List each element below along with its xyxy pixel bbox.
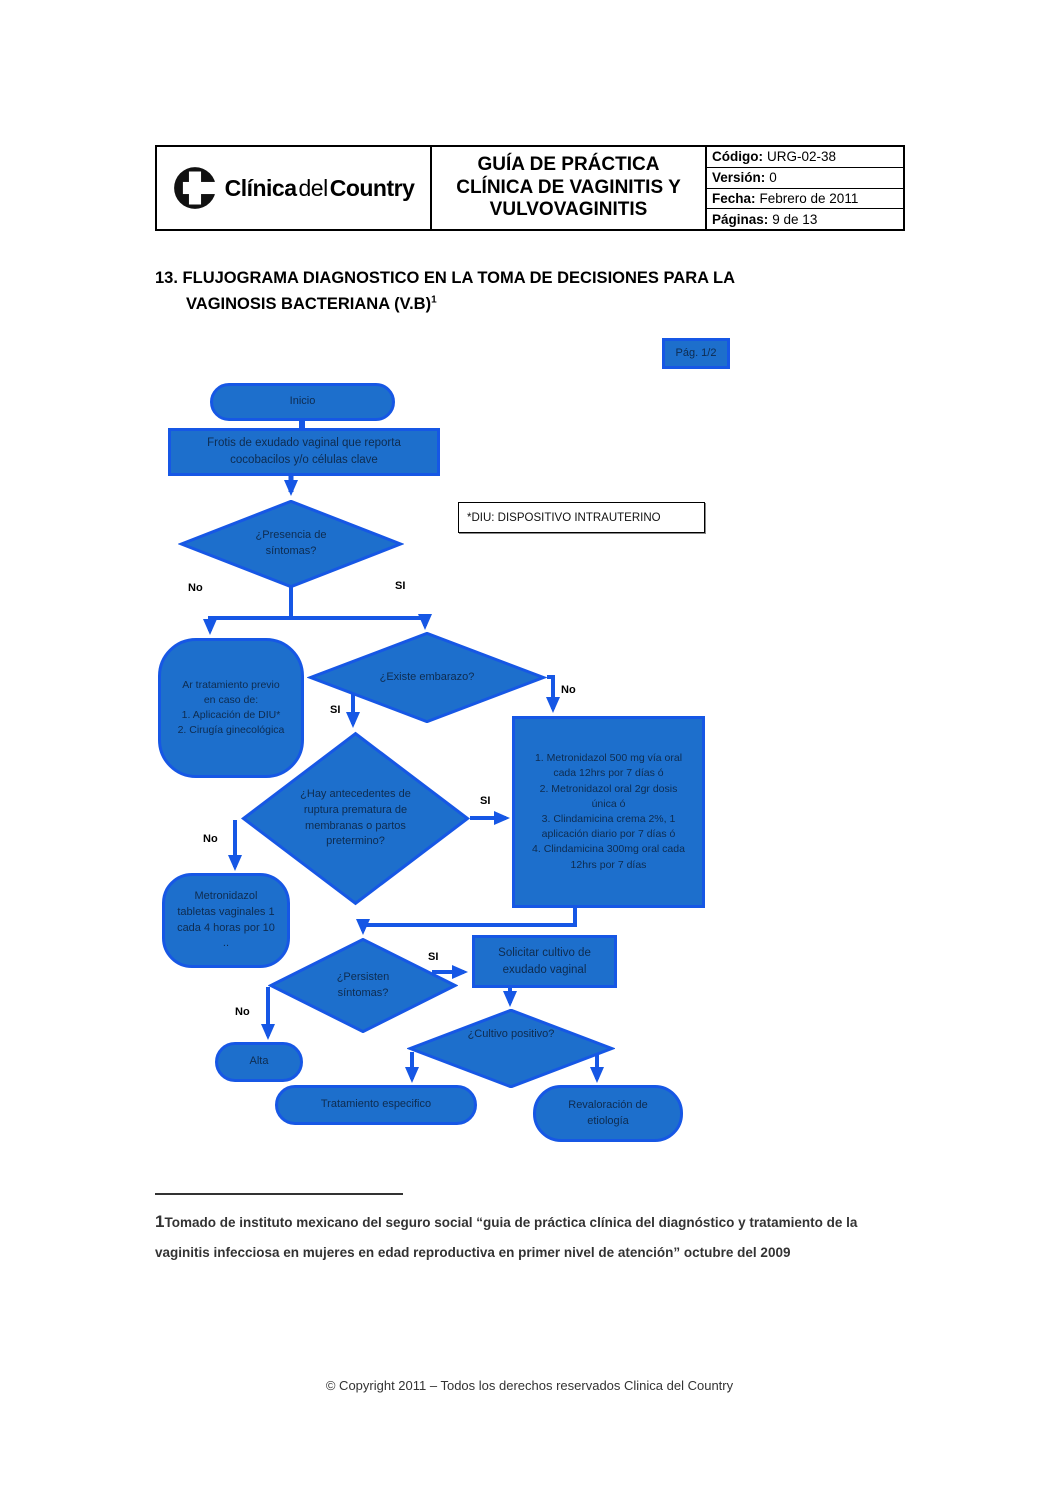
edge-label-presencia-si: SI bbox=[395, 580, 406, 592]
edge-label-persisten-si: SI bbox=[428, 951, 439, 963]
header-table: ClínicadelCountry GUÍA DE PRÁCTICA CLÍNI… bbox=[155, 145, 905, 231]
edge-label-hay-no: No bbox=[203, 833, 218, 845]
node-hay-antecedentes-label: ¿Hay antecedentes de ruptura prematura d… bbox=[300, 787, 411, 848]
node-ar-tratamiento-label: Ar tratamiento previo en caso de: 1. Apl… bbox=[177, 678, 285, 737]
node-persisten-sintomas: ¿Persisten síntomas? bbox=[268, 938, 458, 1033]
node-frotis: Frotis de exudado vaginal que reporta co… bbox=[168, 428, 440, 476]
meta-version-label: Versión: bbox=[712, 170, 766, 186]
logo-country: Country bbox=[329, 174, 415, 201]
node-alta-label: Alta bbox=[249, 1055, 269, 1068]
node-frotis-label: Frotis de exudado vaginal que reporta co… bbox=[207, 437, 401, 466]
logo-clinica: Clínica bbox=[224, 174, 297, 201]
node-metronidazol-vaginal-label: Metronidazol tabletas vaginales 1 cada 4… bbox=[177, 889, 275, 950]
node-persisten-sintomas-label: ¿Persisten síntomas? bbox=[336, 970, 390, 999]
node-solicitar-cultivo: Solicitar cultivo de exudado vaginal bbox=[472, 935, 617, 988]
node-tratamiento-especifico-label: Tratamiento especifico bbox=[320, 1098, 432, 1111]
meta-paginas-value: 9 de 13 bbox=[772, 211, 818, 227]
node-existe-embarazo: ¿Existe embarazo? bbox=[307, 632, 547, 723]
footnote-text: Tomado de instituto mexicano del seguro … bbox=[155, 1215, 858, 1260]
connector bbox=[356, 908, 577, 935]
diamond-shape bbox=[268, 938, 458, 1033]
diamond-shape bbox=[240, 731, 471, 906]
node-cultivo-positivo: ¿Cultivo positivo? bbox=[407, 1009, 615, 1088]
title-line-1: GUÍA DE PRÁCTICA bbox=[477, 154, 660, 176]
node-presencia-label: ¿Presencia de síntomas? bbox=[255, 529, 327, 557]
node-tratamiento-especifico: Tratamiento especifico bbox=[275, 1085, 477, 1125]
meta-codigo-value: URG-02-38 bbox=[766, 149, 837, 165]
section-heading-line1: 13. FLUJOGRAMA DIAGNOSTICO EN LA TOMA DE… bbox=[155, 266, 915, 292]
node-existe-embarazo-label: ¿Existe embarazo? bbox=[379, 670, 475, 683]
clinica-cross-icon bbox=[173, 167, 217, 209]
node-inicio: Inicio bbox=[210, 383, 395, 421]
meta-paginas: Páginas:9 de 13 bbox=[707, 209, 903, 229]
edge-label-embarazo-si: SI bbox=[330, 704, 341, 716]
node-hay-antecedentes: ¿Hay antecedentes de ruptura prematura d… bbox=[240, 731, 471, 906]
footnote-separator bbox=[155, 1193, 403, 1195]
edge-label-presencia-no: No bbox=[188, 582, 203, 594]
node-solicitar-cultivo-label: Solicitar cultivo de exudado vaginal bbox=[498, 946, 591, 976]
footnote-number: 1 bbox=[155, 1212, 165, 1231]
node-metronidazol-vaginal: Metronidazol tabletas vaginales 1 cada 4… bbox=[162, 873, 290, 968]
title-line-2: CLÍNICA DE VAGINITIS Y bbox=[456, 176, 681, 198]
edge-label-hay-si: SI bbox=[480, 795, 491, 807]
section-text-2: VAGINOSIS BACTERIANA (V.B) bbox=[186, 294, 432, 313]
meta-paginas-label: Páginas: bbox=[712, 211, 769, 227]
node-cultivo-positivo-label: ¿Cultivo positivo? bbox=[467, 1028, 555, 1040]
meta-version-value: 0 bbox=[769, 170, 777, 186]
meta-codigo: Código:URG-02-38 bbox=[707, 147, 903, 168]
node-tratamiento-no-embarazo: 1. Metronidazol 500 mg vía oral cada 12h… bbox=[512, 716, 705, 908]
footnote: 1Tomado de instituto mexicano del seguro… bbox=[155, 1205, 912, 1266]
meta-version: Versión:0 bbox=[707, 168, 903, 189]
diamond-shape bbox=[178, 500, 404, 588]
connector bbox=[546, 675, 560, 713]
diamond-shape bbox=[407, 1009, 615, 1088]
document-title: GUÍA DE PRÁCTICA CLÍNICA DE VAGINITIS Y … bbox=[432, 147, 707, 229]
logo-text: ClínicadelCountry bbox=[225, 175, 415, 202]
meta-fecha-value: Febrero de 2011 bbox=[759, 190, 859, 206]
title-line-3: VULVOVAGINITIS bbox=[489, 199, 648, 221]
diu-note: *DIU: DISPOSITIVO INTRAUTERINO bbox=[458, 502, 705, 533]
section-heading-line2: VAGINOSIS BACTERIANA (V.B)1 bbox=[155, 292, 915, 318]
meta-fecha: Fecha:Febrero de 2011 bbox=[707, 189, 903, 210]
node-alta: Alta bbox=[215, 1042, 303, 1082]
header-meta: Código:URG-02-38 Versión:0 Fecha:Febrero… bbox=[707, 147, 903, 229]
copyright: © Copyright 2011 – Todos los derechos re… bbox=[325, 1378, 734, 1393]
section-heading: 13. FLUJOGRAMA DIAGNOSTICO EN LA TOMA DE… bbox=[155, 266, 915, 317]
node-ar-tratamiento: Ar tratamiento previo en caso de: 1. Apl… bbox=[158, 638, 304, 778]
node-presencia-sintomas: ¿Presencia de síntomas? bbox=[178, 500, 404, 588]
page-badge: Pág. 1/2 bbox=[662, 338, 730, 369]
edge-label-persisten-no: No bbox=[235, 1006, 250, 1018]
edge-label-embarazo-no: No bbox=[561, 684, 576, 696]
node-tratamiento-no-embarazo-label: 1. Metronidazol 500 mg vía oral cada 12h… bbox=[532, 752, 685, 871]
section-number: 13. bbox=[155, 269, 178, 287]
meta-codigo-label: Código: bbox=[712, 149, 763, 165]
section-superscript: 1 bbox=[431, 294, 437, 306]
diu-note-label: *DIU: DISPOSITIVO INTRAUTERINO bbox=[467, 511, 661, 524]
section-text-1: FLUJOGRAMA DIAGNOSTICO EN LA TOMA DE DEC… bbox=[182, 269, 735, 287]
logo: ClínicadelCountry bbox=[157, 147, 432, 229]
node-revaloracion: Revaloración de etiología bbox=[533, 1085, 683, 1142]
diamond-shape bbox=[307, 632, 547, 723]
node-revaloracion-label: Revaloración de etiología bbox=[568, 1098, 648, 1127]
page-badge-label: Pág. 1/2 bbox=[675, 346, 717, 359]
node-inicio-label: Inicio bbox=[289, 395, 316, 408]
logo-del: del bbox=[298, 174, 329, 201]
meta-fecha-label: Fecha: bbox=[712, 190, 756, 206]
